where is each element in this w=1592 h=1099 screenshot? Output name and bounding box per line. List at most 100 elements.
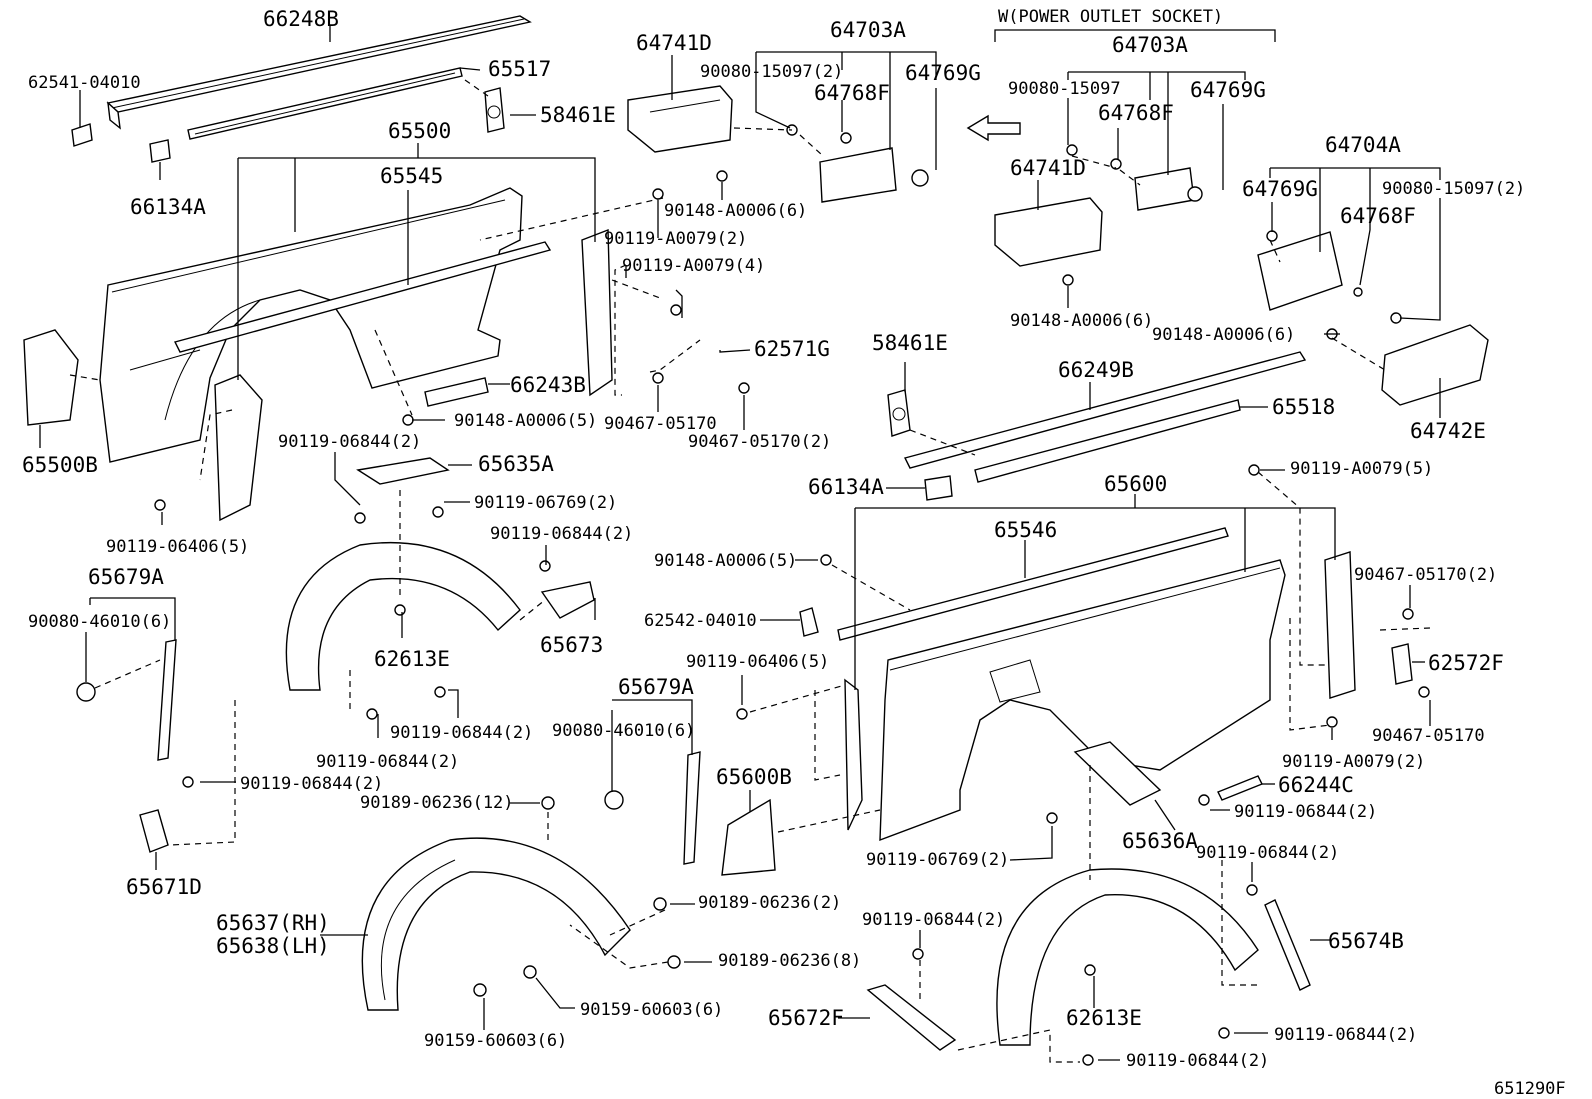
label-90119-06406-5-a: 90119-06406(5) — [106, 537, 249, 557]
label-90467-05170-b: 90467-05170 — [1372, 726, 1485, 746]
label-64742E: 64742E — [1410, 419, 1486, 443]
rail-66249B — [903, 351, 1307, 469]
fender-liner-65637 — [361, 837, 631, 1011]
label-65671D: 65671D — [126, 875, 202, 899]
label-90080-15097-2-c: 90080-15097(2) — [1382, 179, 1525, 199]
box-64742E — [1381, 324, 1489, 406]
label-90119-A0079-2-top: 90119-A0079(2) — [604, 229, 747, 249]
bracket-65671D — [139, 809, 169, 853]
label-90119-06406-5-b: 90119-06406(5) — [686, 652, 829, 672]
label-62571G: 62571G — [754, 337, 830, 361]
label-62613E-right: 62613E — [1066, 1006, 1142, 1030]
label-65637-RH: 65637(RH) — [216, 911, 330, 935]
panel-right-inner — [844, 678, 863, 831]
label-90119-06844-2-d: 90119-06844(2) — [316, 752, 459, 772]
label-64769G-right: 64769G — [1190, 78, 1266, 102]
label-65546: 65546 — [994, 518, 1057, 542]
label-90119-A0079-2-b: 90119-A0079(2) — [1282, 752, 1425, 772]
clip-66134A-left — [149, 139, 171, 163]
label-58461E-left: 58461E — [540, 103, 616, 127]
label-90189-06236-12: 90189-06236(12) — [360, 793, 514, 813]
label-90080-15097-2-top: 90080-15097(2) — [700, 62, 843, 82]
label-65518: 65518 — [1272, 395, 1335, 419]
label-90467-05170-2-b: 90467-05170(2) — [1354, 565, 1497, 585]
label-66244C: 66244C — [1278, 773, 1354, 797]
label-64768F-c: 64768F — [1340, 204, 1416, 228]
seal-66244C — [1217, 775, 1263, 801]
label-65673: 65673 — [540, 633, 603, 657]
clip-62542 — [799, 607, 819, 637]
label-65600B: 65600B — [716, 765, 792, 789]
label-58461E-right: 58461E — [872, 331, 948, 355]
labels: 66248B 62541-04010 65517 58461E 66134A 6… — [22, 7, 1566, 1099]
rail-66248B — [106, 15, 532, 130]
label-64768F-top: 64768F — [814, 81, 890, 105]
label-66134A-right: 66134A — [808, 475, 884, 499]
bracket-65635A — [356, 457, 450, 485]
bracket-65672F — [866, 984, 957, 1051]
label-90148-A0006-6-c: 90148-A0006(6) — [1152, 325, 1295, 345]
cover-64768F-top — [819, 147, 897, 203]
label-90119-06844-2-h: 90119-06844(2) — [862, 910, 1005, 930]
label-90467-05170-2-a: 90467-05170(2) — [688, 432, 831, 452]
label-64741D-top: 64741D — [636, 31, 712, 55]
bracket-65673 — [540, 581, 595, 619]
leader-lines — [39, 25, 1441, 1061]
label-90119-A0079-4: 90119-A0079(4) — [622, 256, 765, 276]
label-90159-60603-6-a: 90159-60603(6) — [580, 1000, 723, 1020]
hook-58461E-left — [484, 87, 505, 133]
bracket-65674B — [1264, 899, 1311, 991]
label-90119-06844-2-i: 90119-06844(2) — [1274, 1025, 1417, 1045]
label-90119-06844-2-b: 90119-06844(2) — [490, 524, 633, 544]
label-90148-A0006-6-right: 90148-A0006(6) — [1010, 311, 1153, 331]
bracket-post-left — [581, 228, 613, 397]
cover-64768F-right — [1134, 167, 1195, 211]
label-66248B: 66248B — [263, 7, 339, 31]
clip-66134A-right — [924, 475, 953, 501]
label-90119-06844-2-g: 90119-06844(2) — [1196, 843, 1339, 863]
clip-90080-left — [76, 682, 96, 702]
plate-64704A — [1257, 231, 1343, 311]
label-66134A-left: 66134A — [130, 195, 206, 219]
label-62572F: 62572F — [1428, 651, 1504, 675]
label-65636A: 65636A — [1122, 829, 1198, 853]
bed-rail-65546 — [837, 527, 1229, 641]
label-64769G-c: 64769G — [1242, 177, 1318, 201]
bracket-65636A — [1073, 741, 1162, 806]
hook-58461E-right — [887, 389, 911, 437]
seal-65679A-right — [683, 751, 701, 865]
label-64703A-right: 64703A — [1112, 33, 1188, 57]
arrow-icon — [966, 114, 1021, 142]
label-90119-A0079-5: 90119-A0079(5) — [1290, 459, 1433, 479]
label-90148-A0006-6-top: 90148-A0006(6) — [664, 201, 807, 221]
label-64769G-top: 64769G — [905, 61, 981, 85]
label-90189-06236-8: 90189-06236(8) — [718, 951, 861, 971]
liner-65500B — [23, 329, 79, 426]
label-90119-06844-2-j: 90119-06844(2) — [1126, 1051, 1269, 1071]
rail-65518 — [974, 399, 1241, 483]
panel-left-inner — [214, 374, 263, 522]
label-62541-04010: 62541-04010 — [28, 73, 141, 93]
label-65500B: 65500B — [22, 453, 98, 477]
label-65600: 65600 — [1104, 472, 1167, 496]
label-65635A: 65635A — [478, 452, 554, 476]
label-90119-06844-2-c: 90119-06844(2) — [390, 723, 533, 743]
label-64703A-top: 64703A — [830, 18, 906, 42]
bed-rail-65545 — [173, 241, 552, 353]
label-65679A-right: 65679A — [618, 675, 694, 699]
rail-65517 — [187, 67, 463, 140]
label-65672F: 65672F — [768, 1006, 844, 1030]
label-90119-06844-2-f: 90119-06844(2) — [1234, 802, 1377, 822]
box-64741D-top — [627, 85, 733, 153]
label-90119-06844-2-a: 90119-06844(2) — [278, 432, 421, 452]
label-power-outlet-variant: W(POWER OUTLET SOCKET) — [998, 7, 1223, 27]
diagram-code: 651290F — [1494, 1079, 1566, 1099]
label-65500: 65500 — [388, 119, 451, 143]
bed-side-65600 — [879, 559, 1286, 842]
label-64768F-right: 64768F — [1098, 101, 1174, 125]
bracket-62572F — [1391, 643, 1413, 685]
label-65679A-left: 65679A — [88, 565, 164, 589]
label-64704A: 64704A — [1325, 133, 1401, 157]
label-65517: 65517 — [488, 57, 551, 81]
label-90119-06769-2-b: 90119-06769(2) — [866, 850, 1009, 870]
